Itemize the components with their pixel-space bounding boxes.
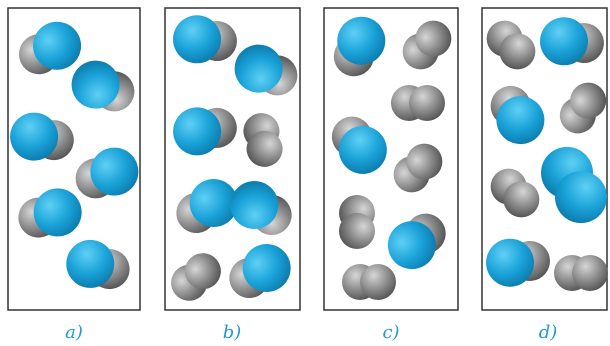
molecule-mixed	[10, 112, 74, 161]
molecule-gray	[243, 113, 283, 167]
molecule-blue	[541, 146, 607, 224]
panel-b-label: b)	[222, 322, 242, 343]
molecule-gray	[342, 264, 396, 300]
panel-a-molecules	[10, 21, 139, 290]
panel-d-frame	[481, 7, 608, 311]
molecule-mixed	[333, 16, 386, 77]
panel-d-molecules	[486, 17, 608, 291]
molecule-gray	[339, 195, 375, 249]
molecule-mixed	[230, 181, 292, 235]
molecule-mixed	[486, 238, 550, 287]
molecule-gray	[171, 253, 221, 301]
molecule-mixed	[540, 17, 604, 66]
panel-a-frame	[7, 7, 141, 311]
molecule-mixed	[71, 60, 135, 112]
molecule-gray	[554, 255, 608, 291]
panel-c-frame	[323, 7, 459, 311]
panel-c-molecules	[331, 16, 452, 300]
panel-d-label: d)	[538, 322, 558, 343]
molecule-mixed	[176, 179, 238, 233]
molecule-mixed	[229, 244, 291, 298]
molecule-gray	[391, 85, 445, 121]
panel-c-label: c)	[382, 322, 400, 343]
molecule-mixed	[75, 147, 139, 199]
molecule-mixed	[18, 21, 82, 75]
molecule-mixed	[234, 44, 298, 96]
molecule-mixed	[331, 116, 387, 174]
molecule-mixed	[66, 239, 130, 290]
panel-b-molecules	[171, 15, 298, 301]
molecule-gray	[486, 20, 536, 70]
molecule-mixed	[173, 15, 237, 64]
molecule-gray	[393, 143, 443, 193]
molecule-mixed	[490, 85, 545, 145]
molecule-gray	[559, 82, 607, 134]
molecule-mixed	[173, 107, 237, 156]
molecule-gray	[402, 20, 452, 70]
panel-a-label: a)	[65, 322, 83, 343]
molecule-gray	[490, 168, 540, 218]
molecule-mixed	[387, 213, 446, 270]
molecule-mixed	[18, 188, 82, 238]
panel-b-frame	[164, 7, 301, 311]
